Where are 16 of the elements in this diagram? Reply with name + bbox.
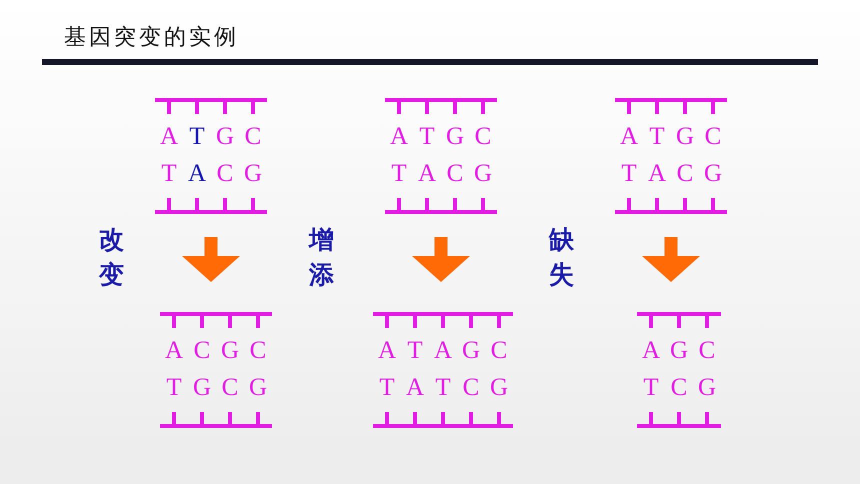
base-sequence: A C G C (164, 336, 268, 366)
base-sequence: T C G (642, 373, 718, 403)
mutation-type-label: 增添 (309, 224, 334, 291)
base-sequence: A T G C (158, 122, 262, 152)
base-sequence: A T G C (618, 122, 722, 152)
base-sequence: A T G C (388, 122, 492, 152)
base-sequence: T G C G (165, 373, 268, 403)
base-sequence: A T A G C (376, 336, 508, 366)
base-sequence: T A C G (160, 159, 264, 189)
mutation-type-label: 缺失 (549, 224, 574, 291)
mutation-type-label: 改变 (99, 224, 124, 291)
slide-title: 基因突变的实例 (64, 24, 239, 52)
base-sequence: T A T C G (378, 373, 510, 403)
base-sequence: T A C G (620, 159, 724, 189)
base-sequence: T A C G (390, 159, 494, 189)
base-sequence: A G C (640, 336, 716, 366)
